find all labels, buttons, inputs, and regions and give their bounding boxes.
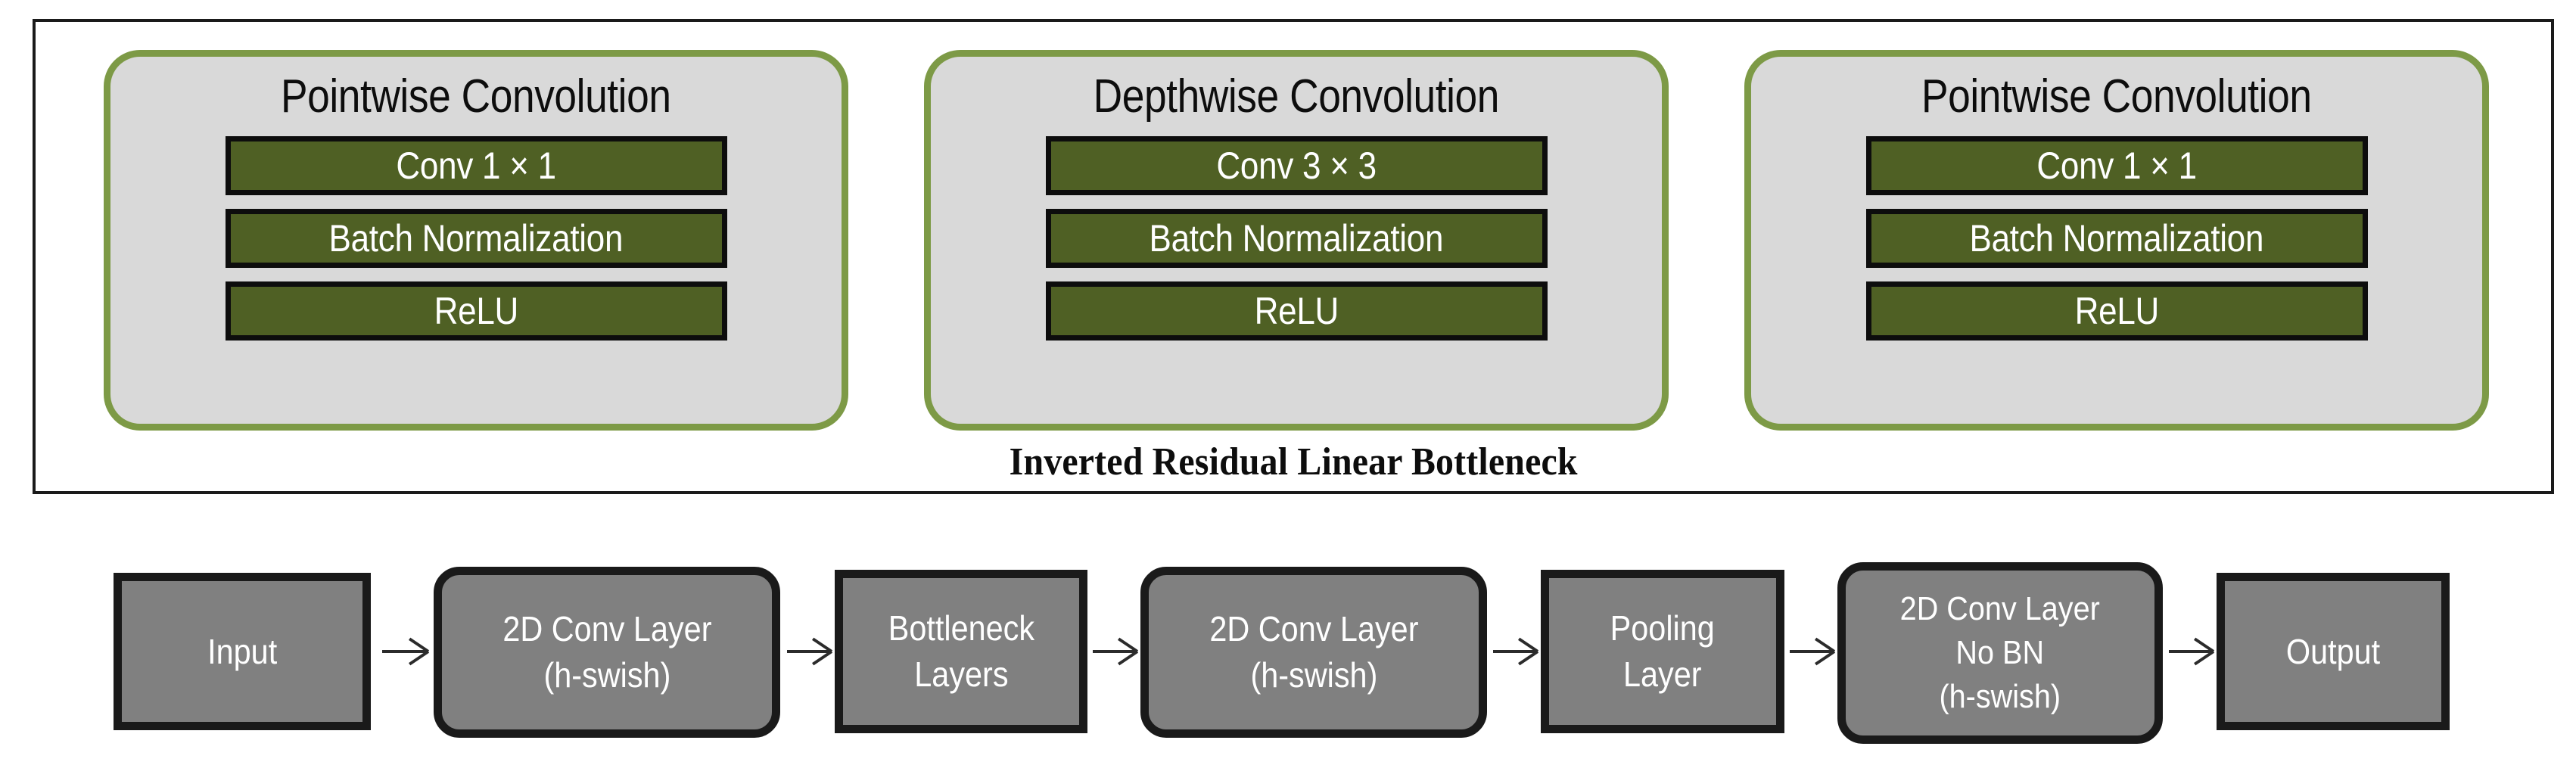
bottleneck-caption-text: Inverted Residual Linear Bottleneck xyxy=(1009,440,1578,484)
bottleneck-caption: Inverted Residual Linear Bottleneck xyxy=(36,440,2551,484)
layer-bar-relu: ReLU xyxy=(1865,281,2368,341)
layer-bar-label: Conv 1 × 1 xyxy=(396,144,556,187)
flow-node-2d-conv-layer-2: 2D Conv Layer (h-swish) xyxy=(1140,567,1487,738)
flow-node-label: 2D Conv Layer (h-swish) xyxy=(502,609,712,695)
layer-bar-conv: Conv 3 × 3 xyxy=(1045,135,1548,195)
layer-bar-batch-normalization: Batch Normalization xyxy=(225,208,727,268)
layer-bar-label: ReLU xyxy=(2074,289,2159,332)
panel-pointwise-convolution-2: Pointwise Convolution Conv 1 × 1 Batch N… xyxy=(1744,50,2489,431)
layer-list: Conv 3 × 3 Batch Normalization ReLU xyxy=(931,135,1662,341)
layer-bar-batch-normalization: Batch Normalization xyxy=(1865,208,2368,268)
layer-bar-label: Conv 1 × 1 xyxy=(2036,144,2197,187)
arrow-conv1-to-bottleneck xyxy=(787,650,831,653)
flow-node-label: Bottleneck Layers xyxy=(888,608,1034,694)
flow-node-input: Input xyxy=(114,573,371,730)
layer-list: Conv 1 × 1 Batch Normalization ReLU xyxy=(110,135,842,341)
layer-bar-relu: ReLU xyxy=(1045,281,1548,341)
arrow-pooling-to-conv3 xyxy=(1790,650,1834,653)
convolution-panel-row: Pointwise Convolution Conv 1 × 1 Batch N… xyxy=(104,50,2489,431)
layer-bar-relu: ReLU xyxy=(225,281,727,341)
flow-node-label: Output xyxy=(2285,631,2381,671)
arrow-conv2-to-pooling xyxy=(1493,650,1537,653)
panel-title: Pointwise Convolution xyxy=(1921,70,2312,123)
layer-bar-label: ReLU xyxy=(434,289,518,332)
layer-bar-conv: Conv 1 × 1 xyxy=(225,135,727,195)
panel-title: Pointwise Convolution xyxy=(281,70,671,123)
layer-bar-label: Batch Normalization xyxy=(1969,216,2264,260)
flow-node-label: Pooling Layer xyxy=(1610,608,1716,694)
flow-node-pooling-layer: Pooling Layer xyxy=(1541,570,1784,733)
inverted-residual-bottleneck-container: Pointwise Convolution Conv 1 × 1 Batch N… xyxy=(33,19,2554,494)
layer-bar-label: Batch Normalization xyxy=(1149,216,1444,260)
flow-node-label: 2D Conv Layer No BN (h-swish) xyxy=(1899,589,2101,716)
arrow-input-to-conv1 xyxy=(382,650,428,653)
flow-node-2d-conv-layer-1: 2D Conv Layer (h-swish) xyxy=(434,567,780,738)
arrow-bottleneck-to-conv2 xyxy=(1093,650,1137,653)
layer-bar-label: Conv 3 × 3 xyxy=(1216,144,1377,187)
layer-list: Conv 1 × 1 Batch Normalization ReLU xyxy=(1751,135,2482,341)
panel-pointwise-convolution-1: Pointwise Convolution Conv 1 × 1 Batch N… xyxy=(104,50,848,431)
flow-node-label: 2D Conv Layer (h-swish) xyxy=(1209,609,1419,695)
layer-bar-label: ReLU xyxy=(1254,289,1339,332)
arrow-conv3-to-output xyxy=(2169,650,2213,653)
flow-node-2d-conv-layer-no-bn: 2D Conv Layer No BN (h-swish) xyxy=(1837,562,2163,744)
panel-depthwise-convolution: Depthwise Convolution Conv 3 × 3 Batch N… xyxy=(924,50,1669,431)
layer-bar-batch-normalization: Batch Normalization xyxy=(1045,208,1548,268)
layer-bar-conv: Conv 1 × 1 xyxy=(1865,135,2368,195)
flow-node-output: Output xyxy=(2217,573,2450,730)
flow-node-bottleneck-layers: Bottleneck Layers xyxy=(835,570,1087,733)
flow-node-label: Input xyxy=(207,631,278,671)
panel-title: Depthwise Convolution xyxy=(1093,70,1500,123)
network-pipeline-flow: Input 2D Conv Layer (h-swish) Bottleneck… xyxy=(0,556,2576,753)
layer-bar-label: Batch Normalization xyxy=(328,216,624,260)
